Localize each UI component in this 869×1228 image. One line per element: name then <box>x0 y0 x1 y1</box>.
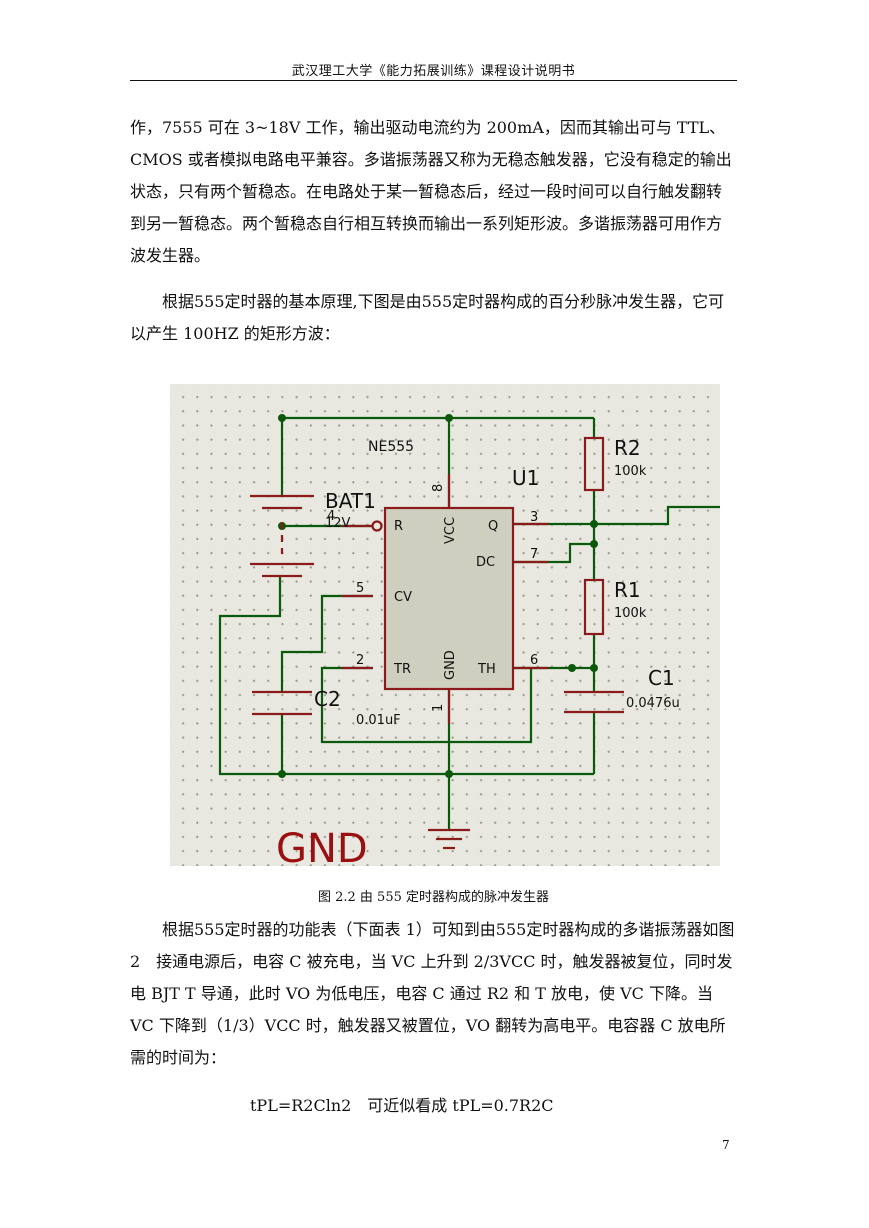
pin-number-1: 1 <box>431 704 446 712</box>
pin-label-dc: DC <box>476 555 495 570</box>
pin-label-tr: TR <box>393 662 411 677</box>
page-number: 7 <box>722 1138 730 1152</box>
wire-discharge-pin7 <box>513 542 594 564</box>
r1-ref-label: R1 <box>614 578 641 602</box>
battery-value-label: 12V <box>325 516 351 531</box>
paragraph-2: 根据555定时器的基本原理,下图是由555定时器构成的百分秒脉冲发生器，它可以产… <box>130 292 725 343</box>
resistor-r2-body <box>583 436 605 492</box>
junction-dot <box>590 540 598 548</box>
junction-dot <box>445 414 453 422</box>
chip-ref-label: U1 <box>512 466 539 490</box>
running-header: 武汉理工大学《能力拓展训练》课程设计说明书 <box>291 64 576 79</box>
resistor-r1-body <box>583 578 605 636</box>
pin-label-th: TH <box>477 662 496 677</box>
pin-label-vcc: VCC <box>443 517 458 544</box>
wire-cv-c2 <box>280 594 373 692</box>
junction-dot <box>278 770 286 778</box>
ground-text-label: GND <box>276 826 368 866</box>
junction-dot <box>278 414 286 422</box>
pin-number-8: 8 <box>431 484 446 492</box>
paragraph-3: 根据555定时器的功能表（下面表 1）可知到由555定时器构成的多谐振荡器如图 … <box>130 920 735 1067</box>
junction-dot <box>590 520 598 528</box>
r2-ref-label: R2 <box>614 436 641 460</box>
pin-numbers: 4 8 3 7 5 2 6 1 <box>327 484 538 712</box>
pin-label-q: Q <box>488 519 498 534</box>
circuit-diagram: R Q DC CV TR TH VCC GND 4 8 3 7 5 2 6 1 … <box>170 384 720 866</box>
r2-value-label: 100k <box>614 464 647 479</box>
components <box>250 436 624 850</box>
r1-value-label: 100k <box>614 606 647 621</box>
junction-dot <box>445 770 453 778</box>
wire-battery-minus <box>218 576 282 776</box>
paragraph-1: 作，7555 可在 3~18V 工作，输出驱动电流约为 200mA，因而其输出可… <box>130 118 732 265</box>
pin-label-cv: CV <box>394 590 412 605</box>
chip-name-label: NE555 <box>368 439 414 455</box>
header-rule <box>130 80 737 81</box>
formula-line: tPL=R2Cln2 可近似看成 tPL=0.7R2C <box>250 1096 554 1115</box>
reset-inverter-bubble <box>371 520 383 532</box>
pin-number-7: 7 <box>530 547 538 562</box>
battery-ref-label: BAT1 <box>325 489 376 513</box>
junctions <box>278 414 598 778</box>
pin-number-3: 3 <box>530 510 538 525</box>
wire-trigger-threshold-link <box>320 666 533 744</box>
c2-value-label: 0.01uF <box>356 713 401 728</box>
figure-caption: 图 2.2 由 555 定时器构成的脉冲发生器 <box>317 890 550 905</box>
ne555-chip <box>383 506 515 691</box>
pin-label-r: R <box>394 519 403 534</box>
junction-dot <box>568 664 576 672</box>
circuit-svg: R Q DC CV TR TH VCC GND 4 8 3 7 5 2 6 1 … <box>218 414 720 866</box>
pin-label-gnd: GND <box>443 650 458 680</box>
pin-number-5: 5 <box>356 581 364 596</box>
chip-labels: R Q DC CV TR TH VCC GND <box>393 517 498 680</box>
c2-ref-label: C2 <box>314 687 341 711</box>
pin-number-4: 4 <box>327 509 335 524</box>
c1-ref-label: C1 <box>648 666 675 690</box>
c1-value-label: 0.0476u <box>626 696 680 711</box>
junction-dot <box>590 664 598 672</box>
wire-output-pin3 <box>513 505 720 526</box>
pin-number-6: 6 <box>530 653 538 668</box>
pin-number-2: 2 <box>356 653 364 668</box>
component-labels: NE555 U1 BAT1 12V R2 100k R1 100k C1 0.0… <box>276 436 680 866</box>
